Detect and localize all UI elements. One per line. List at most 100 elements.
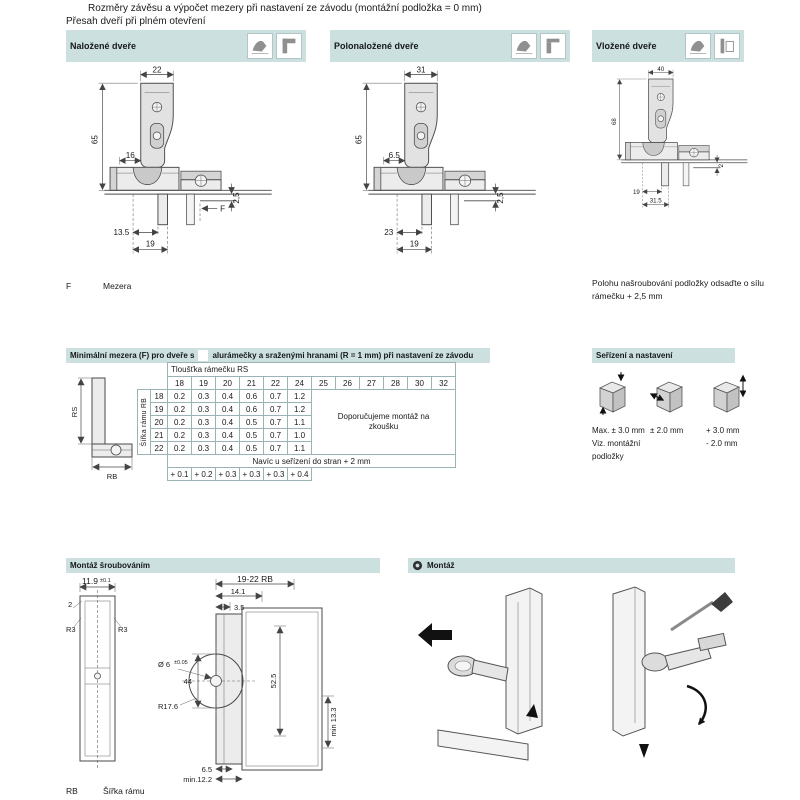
cell: 0.3 [191,402,216,416]
adjustment-value: ± 2.0 mm [650,426,684,435]
assembly-screw-diagram [612,586,733,758]
rs-col-header: 21 [239,376,264,390]
dim-44: 44 [184,677,192,686]
height-adjustment-cube-icon [713,374,746,413]
frame-bar-section [215,613,243,765]
cell: 0.5 [239,441,264,455]
frame-horizontal-member [437,729,529,761]
adjustment-title: Seřízení a nastavení [596,351,673,360]
panel-header-overlay: Naložené dveře [66,30,306,62]
hinge-section-icon [247,33,273,59]
row-group-header: Šířka rámu RB [137,389,151,455]
dim-bottom1: 19 [633,189,640,196]
rotate-arrow [686,684,707,726]
dim-bottom2: 19 [146,240,156,249]
depth-adjustment-cube-icon [599,372,626,415]
footer-cell: + 0.4 [287,467,312,481]
legend-rb-key: RB [66,786,78,796]
cell: 0.4 [215,415,240,429]
mounting-drilling-drawing: 11.9 ±0.1 2 R3 R3 19-22 RB 14.1 3.5 Ø 6 … [66,576,338,784]
cell: 1.1 [287,415,312,429]
cell: 0.2 [167,441,192,455]
cell: 0.5 [239,428,264,442]
cell: 0.3 [191,415,216,429]
cell: 0.7 [263,415,288,429]
cell: 0.3 [191,389,216,403]
legend-rb-value: Šířka rámu [103,786,145,796]
dim-3-5: 3.5 [234,603,244,612]
dim-bottom1: 23 [384,228,394,237]
rs-col-header: 25 [311,376,336,390]
footer-cell: + 0.3 [263,467,288,481]
dim-hole-tol: ±0.05 [174,660,188,666]
hinge-drawing-inset-door: 40 68 2 19 31.5 [611,66,748,208]
page-subtitle: Přesah dveří při plném otevření [66,16,206,27]
rs-col-header: 20 [215,376,240,390]
mounting-plate [697,632,727,652]
screwdriver-handle [711,592,733,612]
hinge-section-icon [685,33,711,59]
dim-bottom2: 19 [410,240,420,249]
hinge-arm [471,659,509,682]
adjustment-value: podložky [592,452,624,461]
cell: 0.3 [191,428,216,442]
blank [312,468,456,481]
frame-profile-drawing: RS RB [70,377,133,481]
rs-col-header: 32 [430,376,457,390]
table-row: Navíc u seřízení do stran + 2 mm [138,454,457,468]
dim-mid: 6.5 [389,151,401,160]
dim-r3-right: R3 [118,625,128,634]
cell: 0.2 [167,389,192,403]
dim-left: 68 [611,118,618,125]
adjustment-labels: Max. ± 3.0 mm Viz. montážní podložky ± 2… [592,424,780,463]
frame-vertical-member [505,587,543,735]
dim-r3-left: R3 [66,625,76,634]
clip-direction-arrow [526,704,538,718]
corner-blank [138,455,168,468]
cell: 0.4 [215,389,240,403]
panel-header-half-overlay: Polonaložené dveře [330,30,570,62]
panel-title: Vložené dveře [596,41,657,51]
hinge-cup [641,652,669,672]
label-rb: RB [107,472,117,481]
panel-half-overlay-door: Polonaložené dveře [330,30,570,262]
table-row: 22 0.2 0.3 0.4 0.5 0.7 1.1 [138,441,456,455]
hinge-cup [132,166,163,185]
mounting-title: Montáž šroubováním [70,561,151,570]
closed-door-section [157,193,168,226]
hinge-drawing-overlay-door: 22 65 16 2,5 F 13.5 19 [91,66,272,254]
legend-f-value: Mezera [103,281,132,291]
dim-gap: 2 [718,163,725,167]
dim-bottom1: 13.5 [113,228,129,237]
rs-col-header: 18 [167,376,192,390]
rs-col-header: 30 [407,376,432,390]
table-row: 20 0.2 0.3 0.4 0.5 0.7 1.1 [138,415,456,429]
footer-cell: + 0.1 [167,467,192,481]
corner-blank [138,363,168,377]
gap-table-header-bar: Minimální mezera (F) pro dveře s aluráme… [66,348,490,363]
cell: 0.7 [263,389,288,403]
adjustment-header-bar: Seřízení a nastavení [592,348,735,363]
side-adjust-note: Navíc u seřízení do stran + 2 mm [166,454,457,468]
dim-top: 22 [152,66,162,75]
cell: 1.1 [287,441,312,455]
cell: 0.2 [167,402,192,416]
dim-rb-range: 19-22 RB [237,576,273,584]
adjustment-icons [592,368,746,416]
side-adjustment-cube-icon [649,381,683,413]
dim-min-12-2: min.12.2 [183,775,212,784]
rb-row-header: 21 [150,428,168,442]
dim-bottom2: 31.5 [650,197,663,204]
dim-gap: 2,5 [232,192,241,204]
label-rs: RS [70,407,79,417]
dim-frame-width: 11.9 [82,576,98,586]
assembly-header-bar: Montáž [408,558,735,573]
frame-vertical-member [612,586,646,737]
down-arrow [639,744,649,758]
adjustment-value: - 2.0 mm [706,439,738,448]
cell: 0.4 [215,441,240,455]
adjustment-col-2: ± 2.0 mm [650,424,706,463]
panel-title: Naložené dveře [70,41,137,51]
